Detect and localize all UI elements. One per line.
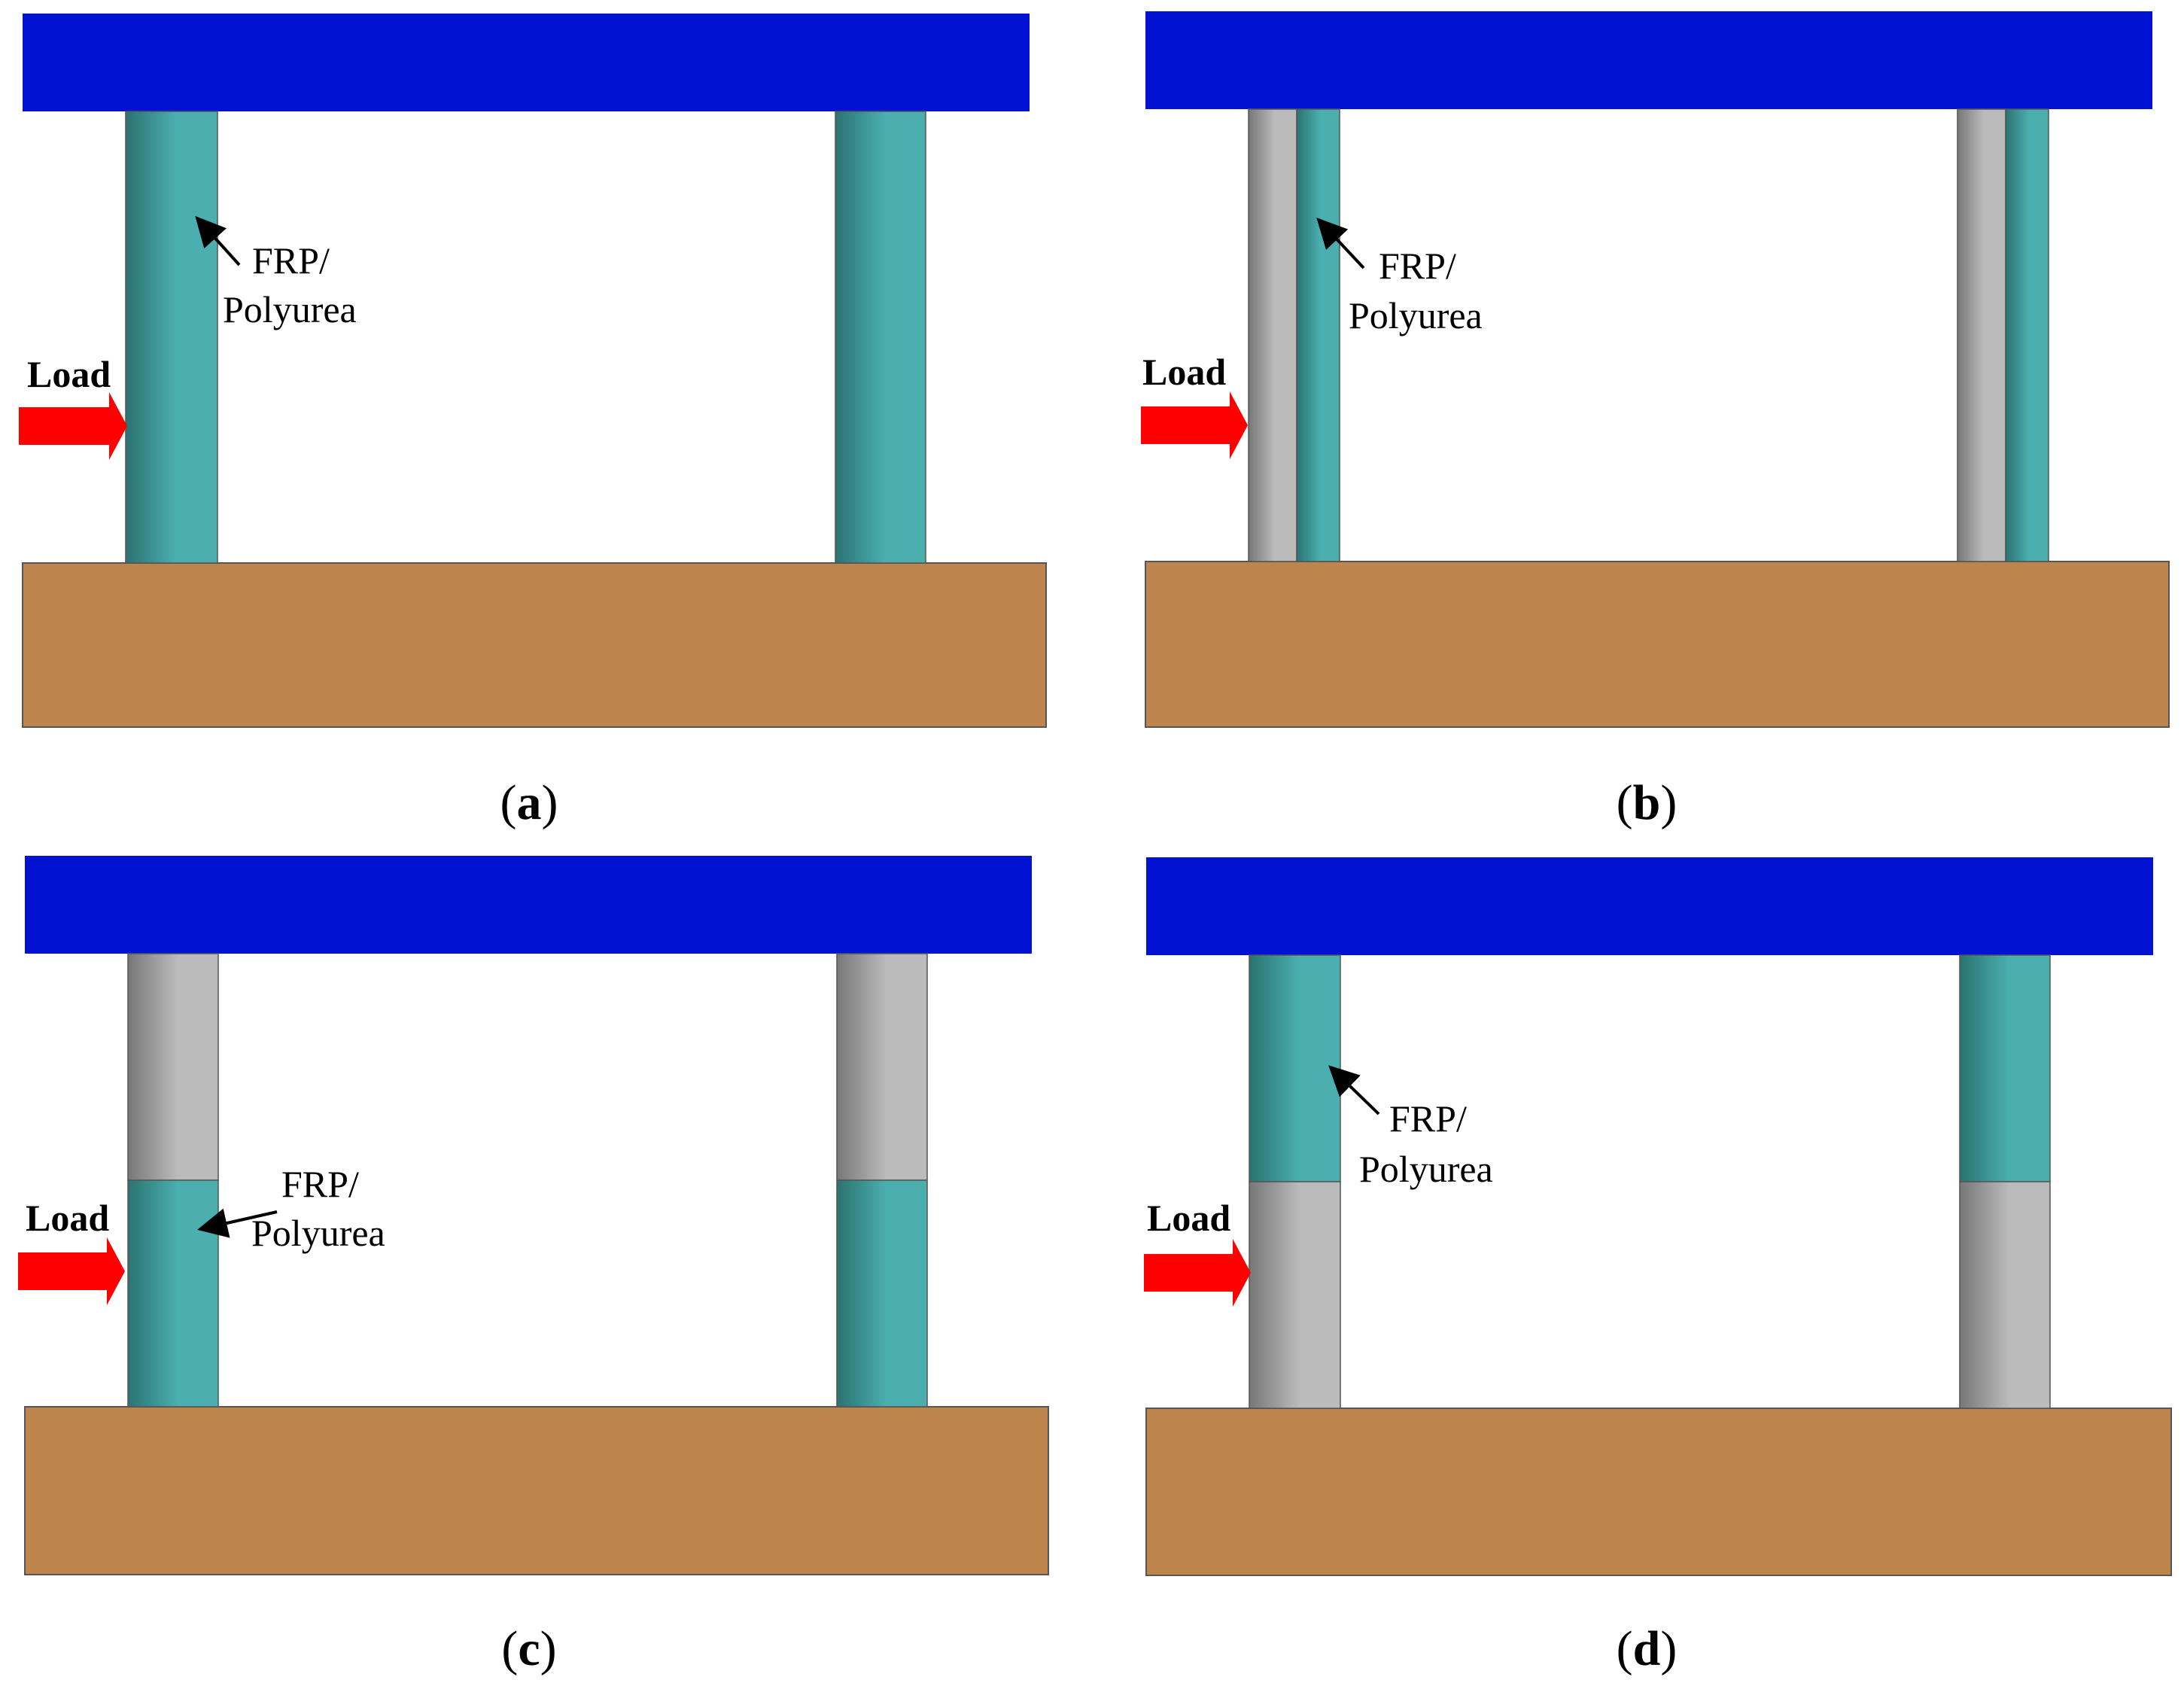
left-column-frp: [125, 111, 218, 564]
load-arrow-icon: [1144, 1239, 1251, 1307]
frp-label-line1: FRP/: [281, 1163, 359, 1205]
frp-pointer-arrow-icon: [197, 1208, 278, 1238]
load-label: Load: [26, 1197, 109, 1239]
foundation: [22, 562, 1047, 728]
foundation: [1145, 1408, 2172, 1576]
frp-pointer-arrow-icon: [1328, 1065, 1380, 1115]
caption: (d): [1617, 1621, 1678, 1676]
right-column-frp: [835, 111, 926, 564]
load-label: Load: [27, 353, 111, 395]
load-arrow-icon: [18, 1237, 125, 1305]
right-column-rc-upper: [836, 953, 928, 1181]
panel-d: Load FRP/ Polyurea (d): [1144, 857, 2172, 1676]
panel-c: Load FRP/ Polyurea (c): [18, 856, 1049, 1676]
left-column-rc-lower: [1249, 1181, 1341, 1409]
frp-label-line2: Polyurea: [251, 1212, 385, 1254]
load-arrow-icon: [1141, 391, 1248, 459]
caption: (b): [1617, 775, 1678, 830]
panel-a: Load FRP/ Polyurea (a): [19, 14, 1047, 830]
caption: (c): [501, 1621, 556, 1676]
right-column-rc: [1957, 108, 2006, 562]
beam: [1145, 11, 2152, 109]
frp-label-line1: FRP/: [252, 239, 330, 282]
panel-b: Load FRP/ Polyurea (b): [1141, 11, 2170, 830]
frp-label-line2: Polyurea: [1359, 1148, 1493, 1190]
frp-label-line2: Polyurea: [223, 288, 357, 330]
frp-pointer-arrow-icon: [195, 216, 241, 266]
frp-label-line2: Polyurea: [1349, 294, 1483, 336]
right-column-frp-upper: [1959, 954, 2051, 1182]
left-column-frp-lower: [127, 1179, 219, 1408]
right-column-frp-lower: [836, 1179, 928, 1408]
left-column-frp: [1296, 108, 1340, 562]
caption: (a): [500, 775, 558, 830]
frp-label-line1: FRP/: [1389, 1097, 1467, 1140]
frp-label-line1: FRP/: [1379, 245, 1456, 287]
right-column-rc-lower: [1959, 1181, 2051, 1409]
left-column-rc: [1248, 108, 1297, 562]
foundation: [24, 1406, 1049, 1575]
beam: [25, 856, 1032, 954]
left-column-frp-upper: [1249, 954, 1341, 1182]
load-label: Load: [1142, 351, 1226, 393]
load-arrow-icon: [19, 392, 127, 460]
foundation: [1145, 561, 2170, 728]
beam: [23, 14, 1030, 111]
frp-pointer-arrow-icon: [1316, 218, 1365, 269]
beam: [1146, 857, 2153, 955]
right-column-frp: [2005, 108, 2049, 562]
load-label: Load: [1147, 1197, 1230, 1239]
left-column-rc-upper: [127, 953, 219, 1181]
